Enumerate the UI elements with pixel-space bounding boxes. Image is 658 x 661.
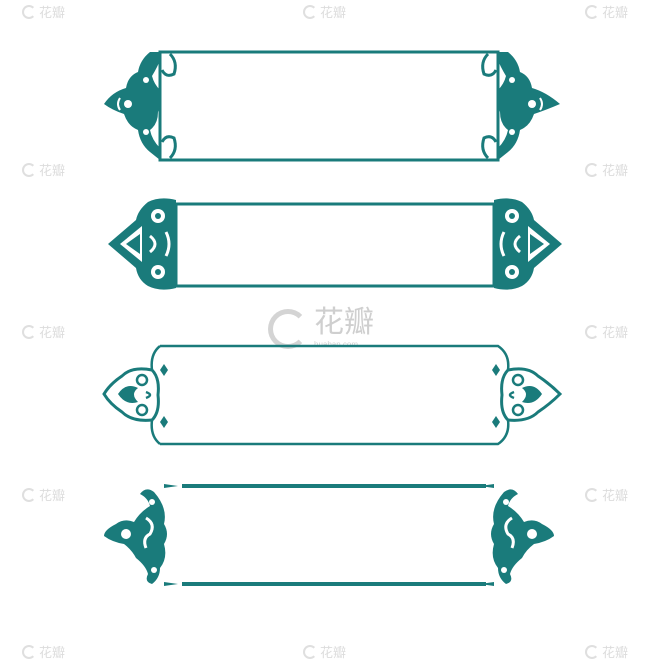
watermark-subtext: huaban.com bbox=[314, 340, 359, 349]
frame-4-left-ornament bbox=[104, 484, 178, 586]
watermark-tile: 花瓣 bbox=[303, 2, 346, 21]
watermark-tile: 花瓣 bbox=[585, 2, 628, 21]
frame-3-left-ornament bbox=[102, 364, 168, 428]
watermark-tile: 花瓣 bbox=[303, 642, 346, 661]
watermark-tile: 花瓣 bbox=[22, 160, 65, 179]
watermark-tile: 花瓣 bbox=[585, 160, 628, 179]
watermark-tile: 花瓣 bbox=[22, 642, 65, 661]
watermark-tile: 花瓣 bbox=[585, 485, 628, 504]
huaban-logo-icon bbox=[303, 4, 317, 19]
huaban-logo-icon bbox=[22, 162, 36, 177]
frame-1-right-ornament bbox=[481, 52, 560, 160]
frame-2-left-ornament bbox=[108, 198, 176, 290]
ornate-frame-4 bbox=[0, 478, 658, 593]
huaban-logo-icon bbox=[585, 4, 599, 19]
frame-2-right-ornament bbox=[494, 198, 562, 290]
huaban-logo-icon bbox=[22, 644, 36, 659]
huaban-logo-icon bbox=[585, 644, 599, 659]
watermark-text: 花瓣 bbox=[314, 305, 374, 340]
ornate-frame-3 bbox=[0, 340, 658, 450]
huaban-logo-icon bbox=[22, 487, 36, 502]
ornate-frame-1 bbox=[0, 40, 658, 170]
frame-2-border bbox=[174, 202, 496, 288]
huaban-logo-icon bbox=[303, 644, 317, 659]
frame-1-border bbox=[158, 50, 500, 162]
frame-3-right-ornament bbox=[492, 364, 563, 428]
frame-3-border bbox=[160, 344, 510, 446]
huaban-logo-icon bbox=[585, 162, 599, 177]
watermark-tile: 花瓣 bbox=[22, 2, 65, 21]
watermark-tile: 花瓣 bbox=[22, 322, 65, 341]
frame-1-left-ornament bbox=[104, 52, 177, 160]
frame-4-right-ornament bbox=[480, 484, 554, 586]
watermark-tile: 花瓣 bbox=[585, 642, 628, 661]
ornate-frame-2 bbox=[0, 192, 658, 297]
huaban-logo-icon bbox=[585, 487, 599, 502]
watermark-tile: 花瓣 bbox=[22, 485, 65, 504]
huaban-logo-icon bbox=[585, 324, 599, 339]
huaban-logo-icon bbox=[22, 324, 36, 339]
watermark-tile: 花瓣 bbox=[585, 322, 628, 341]
huaban-logo-icon bbox=[22, 4, 36, 19]
